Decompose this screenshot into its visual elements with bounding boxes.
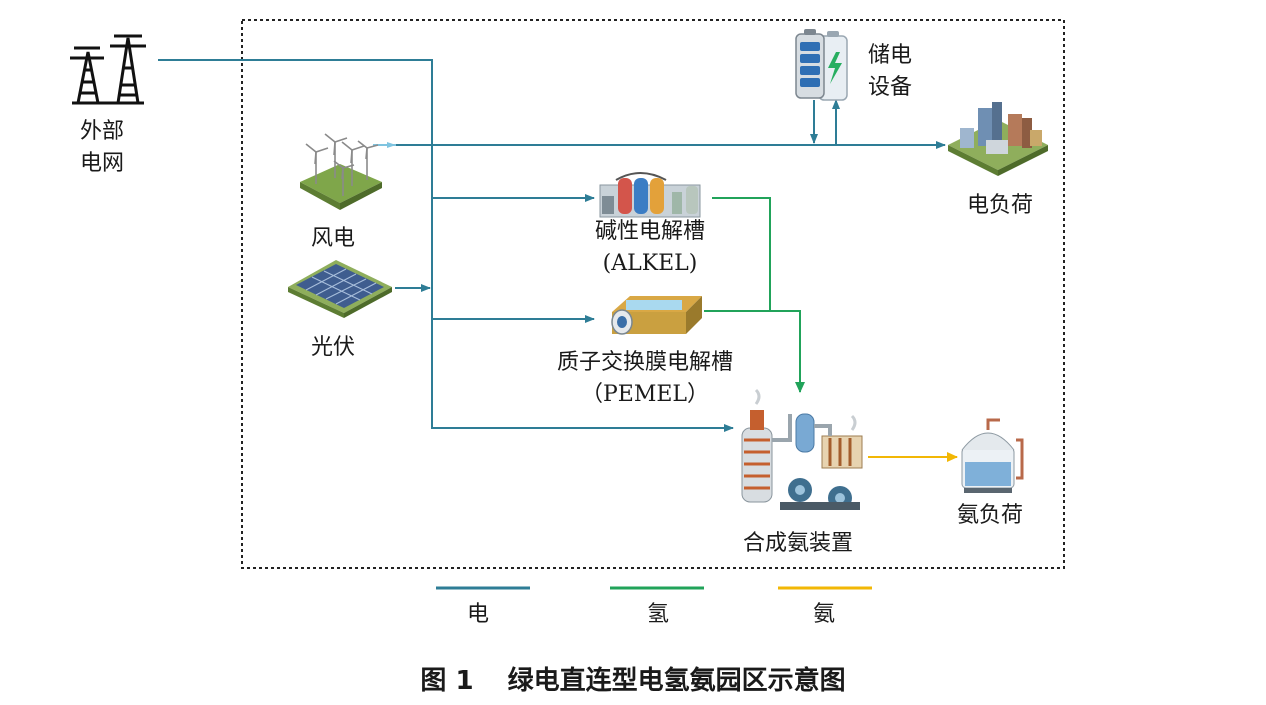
pemel-label: 质子交换膜电解槽 （PEMEL） — [530, 349, 760, 409]
legend-ammonia-label: 氨 — [812, 602, 835, 627]
pemel-label-line1: 质子交换膜电解槽 — [556, 350, 733, 375]
battery-icon — [795, 29, 848, 101]
alkel-label-line2: (ALKEL) — [602, 251, 698, 276]
alkel-hydrogen-line — [712, 197, 771, 311]
wind-turbine-icon — [300, 133, 382, 210]
power-load-label: 电负荷 — [966, 193, 1033, 218]
storage-label: 储电 设备 — [868, 42, 912, 102]
hydrogen-lines — [704, 197, 805, 393]
figure-title: 绿电直连型电氢氨园区示意图 — [507, 666, 846, 696]
grid-label-line2: 电网 — [80, 151, 125, 176]
pemel-hydrogen-line — [704, 310, 805, 393]
pem-electrolyzer-icon — [611, 296, 702, 335]
synthesis-label: 合成氨装置 — [742, 531, 853, 556]
solar-panel-icon — [288, 260, 392, 318]
electricity-lines — [158, 59, 946, 432]
wind-label: 风电 — [310, 226, 355, 251]
alkel-label: 碱性电解槽 (ALKEL) — [560, 218, 740, 278]
ammonia-tank-icon — [961, 418, 1024, 493]
storage-label-line1: 储电 — [868, 43, 913, 68]
alkel-label-line1: 碱性电解槽 — [594, 219, 705, 244]
grid-feed-line — [158, 59, 734, 432]
figure-number: 图 1 — [420, 666, 474, 696]
ammonia-load-label: 氨负荷 — [956, 503, 1023, 528]
grid-label: 外部 电网 — [80, 118, 124, 178]
pemel-label-line2: （PEMEL） — [580, 382, 710, 407]
legend-hydrogen-label: 氢 — [646, 602, 669, 627]
transmission-tower-icon — [70, 34, 146, 105]
ammonia-plant-icon — [741, 388, 863, 510]
city-icon — [948, 102, 1048, 176]
grid-label-line1: 外部 — [80, 119, 125, 144]
alkaline-electrolyzer-icon — [599, 172, 701, 218]
park-boundary — [241, 19, 1065, 569]
storage-label-line2: 设备 — [868, 75, 913, 100]
solar-label: 光伏 — [310, 335, 355, 360]
legend-electricity-label: 电 — [466, 602, 489, 627]
figure-caption: 图 1 绿电直连型电氢氨园区示意图 — [0, 660, 1266, 697]
